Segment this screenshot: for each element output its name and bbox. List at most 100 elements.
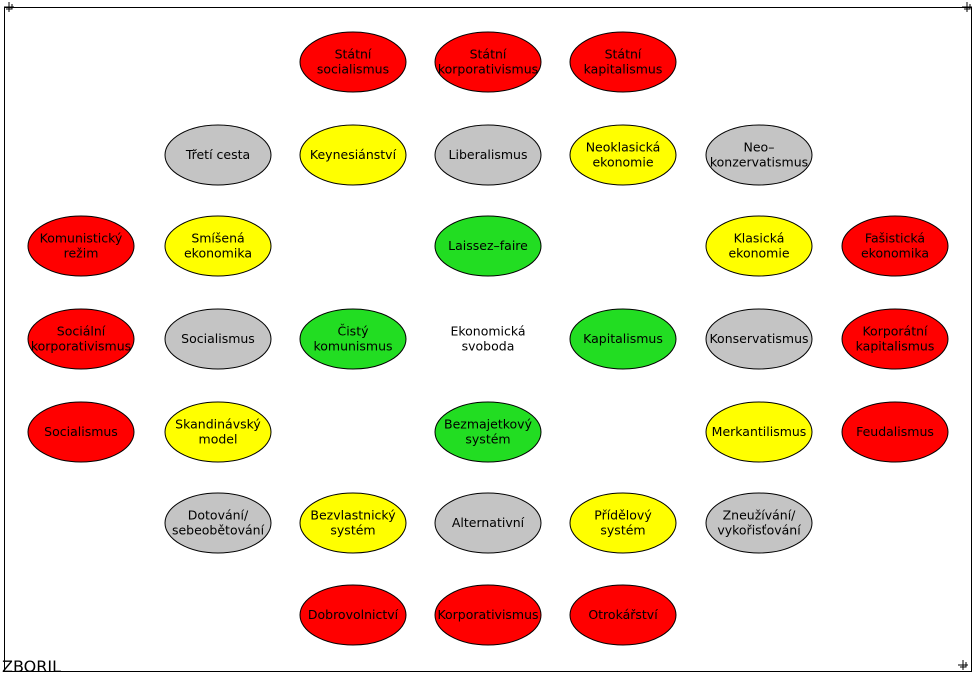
node-liberalismus: Liberalismus: [434, 124, 542, 186]
node-kapitalismus-label-line-1: Kapitalismus: [583, 331, 663, 346]
node-neokonzervatismus-label: Neo–konzervatismus: [710, 140, 808, 170]
node-bezmajetkovy-system-label-line-1: Bezmajetkový: [444, 417, 533, 432]
node-konservatismus-label: Konservatismus: [709, 331, 808, 346]
node-neokonzervatismus: Neo–konzervatismus: [705, 124, 813, 186]
node-otrokarstvi-label-line-1: Otrokářství: [588, 607, 658, 622]
node-statni-korporativismus-ellipse: [434, 31, 542, 93]
node-fasisticka-ekonomika-label-line-1: Fašistická: [865, 231, 925, 246]
corner-ornament-bottom-right: [958, 660, 968, 670]
node-neokonzervatismus-ellipse: [705, 124, 813, 186]
corner-ornament-top-left: [4, 2, 14, 12]
node-korporatni-kapitalismus-ellipse: [841, 308, 949, 370]
node-liberalismus-ellipse: [434, 124, 542, 186]
node-feudalismus-label: Feudalismus: [856, 424, 934, 439]
node-keynesianstvi: Keynesiánství: [299, 124, 407, 186]
node-zneuzivani-label: Zneužívání/vykořisťování: [717, 508, 801, 538]
node-dobrovolnictvi: Dobrovolnictví: [299, 584, 407, 646]
node-merkantilismus-label: Merkantilismus: [712, 424, 807, 439]
node-pridelovy-system-ellipse: [569, 492, 677, 554]
node-treti-cesta-label-line-1: Třetí cesta: [185, 147, 250, 162]
node-klasicka-ekonomie-label-line-1: Klasická: [734, 231, 785, 246]
corner-ornament-top-right: [962, 2, 972, 12]
node-komunisticky-rezim-ellipse: [27, 215, 135, 277]
node-zneuzivani-label-line-2: vykořisťování: [717, 523, 801, 538]
node-otrokarstvi: Otrokářství: [569, 584, 677, 646]
node-skandinavsky-model-label-line-2: model: [199, 432, 238, 447]
center-label-line-1: Ekonomická: [450, 324, 525, 339]
node-otrokarstvi-ellipse: [569, 584, 677, 646]
node-skandinavsky-model-ellipse: [164, 401, 272, 463]
node-otrokarstvi-label: Otrokářství: [588, 607, 658, 622]
node-smisena-ekonomika-ellipse: [164, 215, 272, 277]
node-socialismus-gray-label-line-1: Socialismus: [181, 331, 255, 346]
node-dotovani-ellipse: [164, 492, 272, 554]
node-socialismus-red-label-line-1: Socialismus: [44, 424, 118, 439]
node-treti-cesta: Třetí cesta: [164, 124, 272, 186]
node-konservatismus-ellipse: [705, 308, 813, 370]
node-konservatismus-label-line-1: Konservatismus: [709, 331, 808, 346]
node-socialismus-gray: Socialismus: [164, 308, 272, 370]
node-keynesianstvi-label: Keynesiánství: [310, 147, 397, 162]
node-neoklasicka-ekonomie-ellipse: [569, 124, 677, 186]
node-kapitalismus: Kapitalismus: [569, 308, 677, 370]
node-bezvlastnicky-system-label-line-2: systém: [330, 523, 375, 538]
node-zneuzivani: Zneužívání/vykořisťování: [705, 492, 813, 554]
node-kapitalismus-label: Kapitalismus: [583, 331, 663, 346]
node-korporatni-kapitalismus-label-line-2: kapitalismus: [856, 339, 935, 354]
node-alternativni-label: Alternativní: [452, 515, 525, 530]
node-neokonzervatismus-label-line-1: Neo–: [744, 140, 775, 155]
node-kapitalismus-ellipse: [569, 308, 677, 370]
node-laissez-faire: Laissez–faire: [434, 215, 542, 277]
node-dobrovolnictvi-label: Dobrovolnictví: [308, 607, 399, 622]
node-fasisticka-ekonomika-ellipse: [841, 215, 949, 277]
node-alternativni-ellipse: [434, 492, 542, 554]
node-merkantilismus-label-line-1: Merkantilismus: [712, 424, 807, 439]
node-klasicka-ekonomie-ellipse: [705, 215, 813, 277]
node-bezmajetkovy-system-label-line-2: systém: [465, 432, 510, 447]
node-statni-kapitalismus-label-line-1: Státní: [605, 47, 642, 62]
node-merkantilismus-ellipse: [705, 401, 813, 463]
node-socialismus-red-label: Socialismus: [44, 424, 118, 439]
diagram-border: [4, 7, 972, 672]
node-fasisticka-ekonomika-label-line-2: ekonomika: [861, 246, 929, 261]
node-klasicka-ekonomie-label-line-2: ekonomie: [728, 246, 789, 261]
node-smisena-ekonomika-label-line-1: Smíšená: [191, 231, 244, 246]
node-socialismus-red-ellipse: [27, 401, 135, 463]
node-komunisticky-rezim-label-line-2: režim: [64, 246, 99, 261]
node-laissez-faire-ellipse: [434, 215, 542, 277]
node-korporativismus-label: Korporativismus: [437, 607, 538, 622]
node-cisty-komunismus-label-line-1: Čistý: [337, 324, 369, 339]
node-alternativni-label-line-1: Alternativní: [452, 515, 525, 530]
node-korporativismus: Korporativismus: [434, 584, 542, 646]
node-zneuzivani-ellipse: [705, 492, 813, 554]
node-statni-korporativismus-label-line-1: Státní: [470, 47, 507, 62]
node-statni-socialismus-ellipse: [299, 31, 407, 93]
node-bezmajetkovy-system-ellipse: [434, 401, 542, 463]
node-dotovani-label: Dotování/sebeobětování: [172, 508, 265, 538]
node-feudalismus-label-line-1: Feudalismus: [856, 424, 934, 439]
node-pridelovy-system-label-line-2: systém: [600, 523, 645, 538]
node-statni-kapitalismus-label-line-2: kapitalismus: [584, 62, 663, 77]
node-statni-kapitalismus-ellipse: [569, 31, 677, 93]
